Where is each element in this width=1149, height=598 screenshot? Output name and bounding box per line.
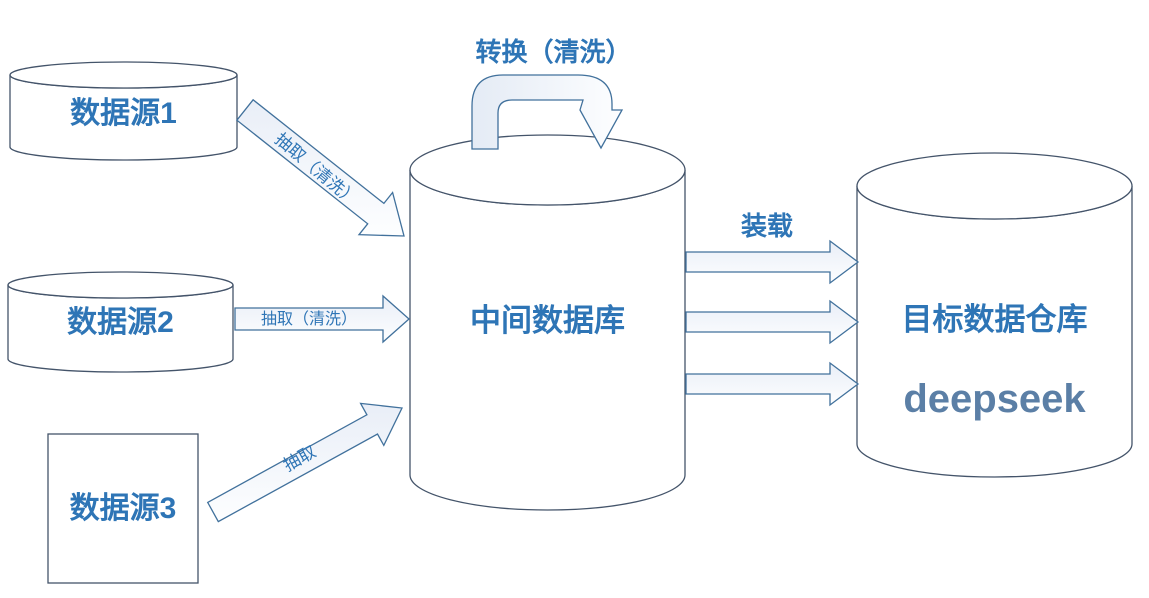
extract1-arrow [235, 98, 405, 237]
target-cylinder-shape [856, 152, 1133, 478]
source2-label: 数据源2 [67, 306, 174, 339]
transform-edge-label: 转换（清洗） [475, 37, 632, 67]
source2-cylinder-shape [7, 271, 234, 373]
target-sublabel-deepseek: deepseek [903, 377, 1086, 421]
extract3-arrow [206, 402, 403, 523]
source3-label: 数据源3 [69, 492, 177, 525]
staging-label: 中间数据库 [470, 303, 625, 338]
source1-label: 数据源1 [70, 97, 177, 130]
load-arrow-2 [685, 299, 860, 345]
target-label: 目标数据仓库 [901, 302, 1088, 337]
extract2-arrow [234, 294, 410, 344]
staging-cylinder-shape [409, 134, 686, 511]
load-arrow-1 [685, 239, 860, 285]
load-edge-label: 装载 [740, 211, 793, 241]
extract2-edge-label: 抽取（清洗） [260, 311, 357, 328]
transform-bent-arrow [471, 74, 624, 150]
source3-rectangle-shape [47, 433, 199, 584]
source1-cylinder-shape [9, 61, 238, 161]
load-arrow-3 [685, 361, 860, 407]
